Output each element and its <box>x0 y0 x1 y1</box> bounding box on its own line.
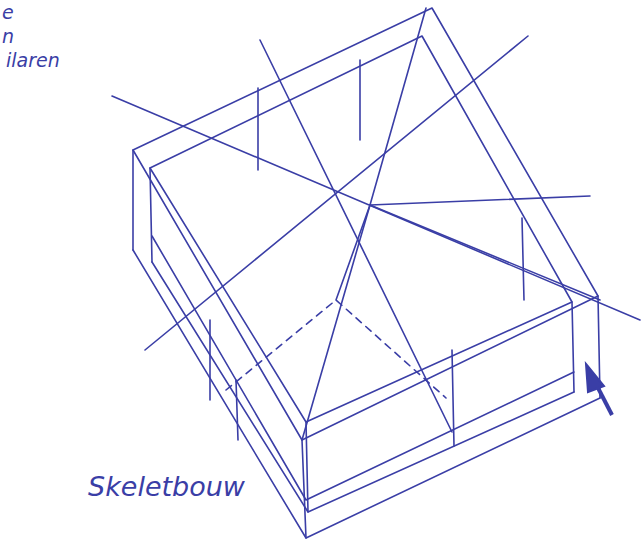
axis-line <box>260 40 452 432</box>
inner-top-face <box>150 36 572 422</box>
outer-top-face <box>133 8 598 440</box>
handwritten-label: n <box>2 26 14 47</box>
floor-edge <box>152 236 574 500</box>
corner-post <box>132 150 134 250</box>
handwritten-label: Skeletbouw <box>88 472 245 502</box>
pillar <box>236 380 238 440</box>
corner-post <box>302 440 306 538</box>
axis-line <box>370 8 426 205</box>
axis-line <box>302 205 370 440</box>
hidden-edge <box>226 300 446 398</box>
axis-line <box>145 36 528 350</box>
pillar <box>522 218 524 300</box>
view-arrow <box>586 364 612 415</box>
inner-post <box>572 302 574 392</box>
inner-post <box>150 168 152 262</box>
axis-line <box>370 196 590 205</box>
pillar <box>209 320 211 400</box>
handwritten-label: ilaren <box>6 50 60 71</box>
axis-line <box>336 205 370 300</box>
pillar <box>359 60 361 140</box>
axis-line <box>370 205 600 300</box>
handwritten-label: e <box>2 2 14 23</box>
axis-line <box>112 96 640 320</box>
